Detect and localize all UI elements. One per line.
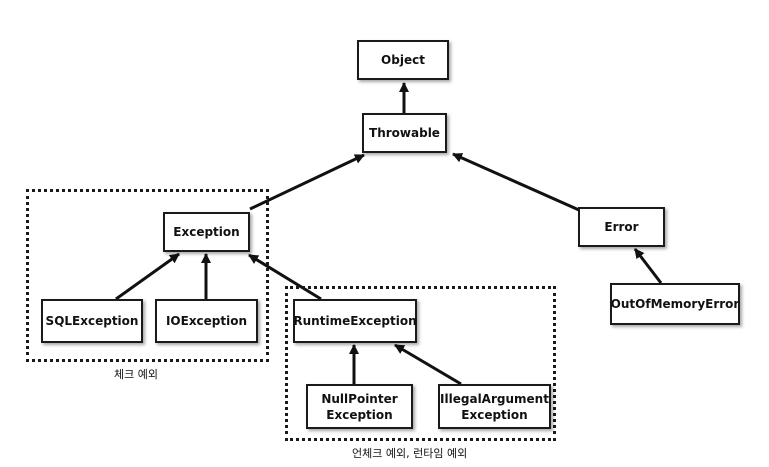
unchecked-exception-label: 언체크 예외, 런타임 예외 <box>352 447 468 460</box>
illegal-argument-exception-label-line-2: Exception <box>461 407 528 422</box>
object-class-box: Object <box>357 40 449 80</box>
illegal-argument-exception-class-box: IllegalArgument Exception <box>438 384 551 429</box>
checked-exception-group <box>26 189 269 362</box>
unchecked-exception-group <box>285 286 556 441</box>
io-exception-class-label: IOException <box>165 314 248 328</box>
arrow-exception-to-throwable <box>249 153 365 211</box>
runtime-exception-class-box: RuntimeException <box>293 299 417 343</box>
throwable-class-box: Throwable <box>362 113 447 153</box>
throwable-class-label: Throwable <box>369 126 440 140</box>
illegal-argument-exception-label-line-1: IllegalArgument <box>440 391 549 406</box>
out-of-memory-error-class-label: OutOfMemoryError <box>610 297 740 311</box>
out-of-memory-error-class-box: OutOfMemoryError <box>610 283 740 325</box>
io-exception-class-box: IOException <box>155 299 258 343</box>
arrow-runtime-exception-to-exception <box>248 253 322 301</box>
exception-class-label: Exception <box>173 225 240 239</box>
arrow-illegal-argument-exception-to-runtime-exception <box>394 343 462 386</box>
object-class-label: Object <box>381 53 425 67</box>
arrow-sql-exception-to-exception <box>115 252 180 301</box>
error-class-box: Error <box>578 207 665 247</box>
exception-class-box: Exception <box>163 212 250 252</box>
runtime-exception-class-label: RuntimeException <box>293 314 417 328</box>
arrow-out-of-memory-error-to-error <box>633 248 663 284</box>
sql-exception-class-box: SQLException <box>41 299 143 343</box>
error-class-label: Error <box>604 220 639 234</box>
null-pointer-exception-class-box: NullPointer Exception <box>306 384 413 429</box>
null-pointer-exception-label-line-1: NullPointer <box>321 391 398 406</box>
arrow-error-to-throwable <box>452 152 580 212</box>
null-pointer-exception-label-line-2: Exception <box>326 407 393 422</box>
sql-exception-class-label: SQLException <box>45 314 139 328</box>
checked-exception-label: 체크 예외 <box>114 368 158 381</box>
